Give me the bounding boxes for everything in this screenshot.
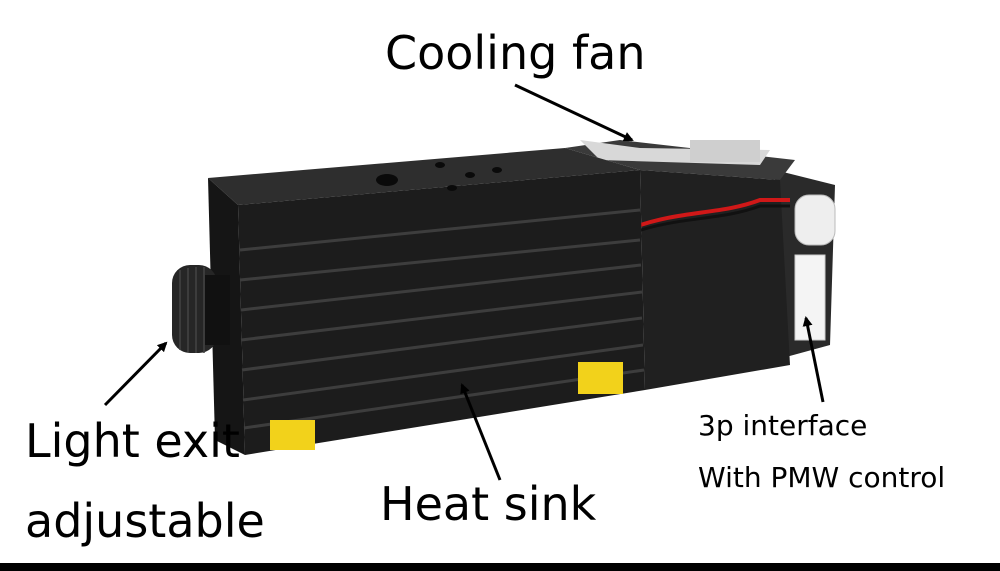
pwm-control-label: With PMW control [698, 461, 946, 494]
heat-sink-body [208, 148, 645, 455]
adjustable-label: adjustable [25, 494, 265, 548]
cooling-fan-arrow [514, 83, 634, 142]
three-pin-connector [794, 254, 826, 341]
light-exit-arrow [103, 341, 168, 407]
heat-sink-label: Heat sink [380, 477, 597, 531]
interface-label: 3p interface [698, 409, 868, 442]
warning-sticker [270, 420, 315, 450]
pcb-board [760, 170, 836, 360]
light-exit-label: Light exit [25, 414, 240, 468]
cooling-fan-label: Cooling fan [385, 26, 646, 80]
bottom-divider [0, 563, 1000, 571]
focus-knob [172, 265, 230, 353]
warning-sticker [578, 362, 623, 394]
heat-sink-arrow [460, 383, 502, 481]
interface-arrow [802, 316, 825, 403]
cooling-fan [565, 140, 795, 390]
